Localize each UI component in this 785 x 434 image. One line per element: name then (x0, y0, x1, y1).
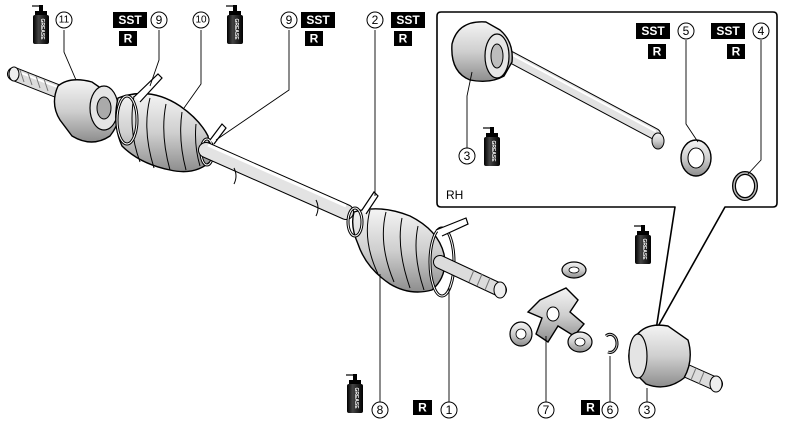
svg-text:SST: SST (716, 24, 740, 38)
inboard-boot (351, 208, 446, 293)
callout-9: 9 (150, 11, 168, 29)
svg-text:7: 7 (543, 403, 550, 417)
svg-text:SST: SST (306, 13, 330, 27)
svg-text:2: 2 (372, 13, 379, 27)
r-tag: R (394, 31, 412, 46)
grease-icon: GREASE (482, 126, 501, 167)
tripod-roller (509, 321, 533, 347)
svg-text:R: R (310, 32, 319, 46)
grease-icon: GREASE (633, 224, 652, 265)
tripod-roller (561, 261, 587, 279)
svg-text:R: R (124, 32, 133, 46)
inboard-boot-clamp-small (346, 191, 379, 238)
drive-shaft (198, 142, 354, 220)
inboard-joint-housing (628, 324, 723, 393)
svg-text:9: 9 (156, 13, 163, 27)
r-tag: R (119, 31, 137, 46)
callout-7: 7 (537, 401, 555, 419)
svg-text:R: R (399, 32, 408, 46)
svg-text:11: 11 (59, 15, 70, 26)
svg-text:9: 9 (286, 13, 293, 27)
callout-6: 6 (601, 401, 619, 419)
tripod-roller (567, 331, 593, 353)
svg-text:GREASE: GREASE (233, 18, 239, 40)
r-tag: R (648, 44, 666, 59)
svg-text:R: R (418, 401, 427, 415)
svg-text:10: 10 (195, 15, 207, 26)
snap-ring (605, 332, 619, 354)
callout-5: 5 (677, 22, 695, 40)
rh-inset-label: RH (446, 188, 463, 202)
svg-text:SST: SST (641, 24, 665, 38)
grease-icon: GREASE (31, 4, 50, 45)
svg-text:R: R (732, 45, 741, 59)
callout-1: 1 (440, 401, 458, 419)
svg-text:5: 5 (683, 24, 690, 38)
callout-2: 2 (366, 11, 384, 29)
sst-tag: SST (301, 12, 335, 28)
outboard-cv-joint (53, 79, 121, 143)
r-tag: R (305, 31, 323, 46)
callout-9: 9 (280, 11, 298, 29)
svg-text:3: 3 (644, 403, 651, 417)
callout-3: 3 (638, 401, 656, 419)
svg-text:GREASE: GREASE (641, 238, 647, 260)
svg-text:1: 1 (446, 403, 453, 417)
rh-inboard-joint-and-shaft (451, 21, 665, 150)
svg-text:GREASE: GREASE (490, 140, 496, 162)
sst-tag: SST (391, 12, 425, 28)
r-tag: R (413, 400, 432, 415)
rh-snap-ring (732, 171, 758, 201)
svg-text:SST: SST (396, 13, 420, 27)
r-tag: R (581, 400, 600, 415)
svg-text:8: 8 (377, 403, 384, 417)
r-tag: R (727, 44, 745, 59)
inboard-spline-end (433, 255, 507, 299)
sst-tag: SST (113, 12, 147, 28)
sst-tag: SST (711, 23, 745, 39)
outboard-boot (115, 92, 213, 173)
svg-text:SST: SST (118, 13, 142, 27)
svg-text:4: 4 (758, 24, 765, 38)
svg-text:R: R (586, 401, 595, 415)
svg-text:R: R (653, 45, 662, 59)
tripod-joint (526, 287, 585, 343)
callout-3: 3 (458, 147, 476, 165)
grease-icon: GREASE (345, 373, 364, 414)
leader-lines (63, 30, 762, 402)
callout-10: 10 (192, 11, 210, 29)
svg-text:6: 6 (607, 403, 614, 417)
svg-text:GREASE: GREASE (39, 18, 45, 40)
outboard-boot-clamp-large (115, 73, 163, 146)
callout-8: 8 (371, 401, 389, 419)
callout-11: 11 (55, 11, 73, 29)
sst-tag: SST (636, 23, 670, 39)
svg-text:3: 3 (464, 149, 471, 163)
svg-text:GREASE: GREASE (353, 387, 359, 409)
grease-icon: GREASE (225, 4, 244, 45)
callout-4: 4 (752, 22, 770, 40)
rh-oil-seal (680, 139, 712, 177)
